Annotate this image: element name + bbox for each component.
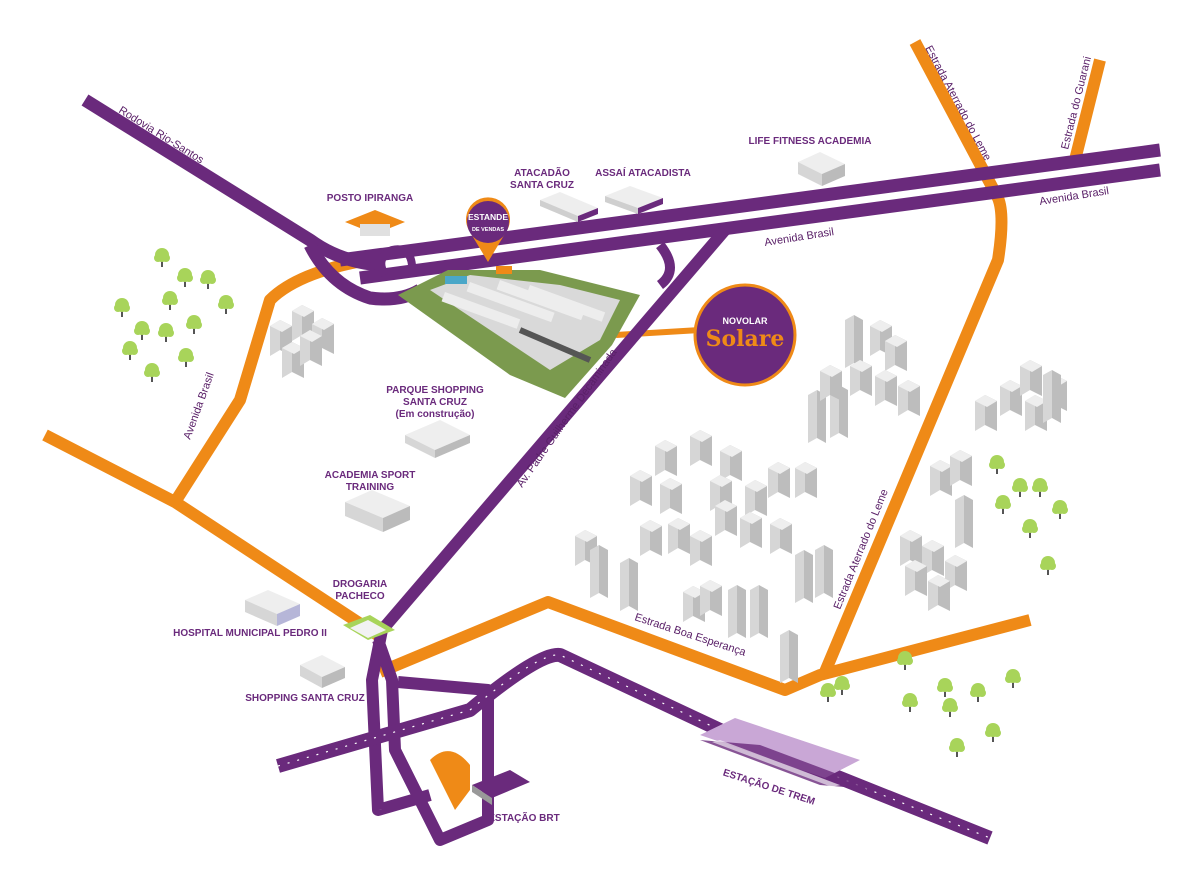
label-drogaria-1: DROGARIA [333,579,387,590]
label-shopping: SHOPPING SANTA CRUZ [245,693,364,704]
solare-badge: NOVOLAR Solare [693,283,797,387]
brand-name: Solare [706,326,785,352]
shopping-icon [300,655,345,688]
label-academia-2: TRAINING [346,482,395,493]
brand-small: NOVOLAR [723,316,769,326]
atacadao-icon [540,192,598,222]
label-estacao-brt: ESTAÇÃO BRT [488,811,559,824]
academia-icon [345,490,410,532]
brt-station-icon [430,751,530,810]
drogaria-icon [343,615,395,640]
label-avenida-brasil-3: Avenida Brasil [182,371,217,441]
label-atacadao-2: SANTA CRUZ [510,180,574,191]
label-assai: ASSAÍ ATACADISTA [595,166,691,179]
label-parque-3: (Em construção) [396,409,475,420]
parque-shopping-icon [405,420,470,458]
label-hospital: HOSPITAL MUNICIPAL PEDRO II [173,628,327,639]
poi-icons [245,152,880,810]
train-station-icon [700,718,880,790]
hospital-icon [245,590,300,626]
estande-line1: ESTANDE [468,212,508,222]
estande-pin: ESTANDE DE VENDAS [466,197,512,274]
label-posto-ipiranga: POSTO IPIRANGA [327,193,414,204]
solare-development [398,270,640,398]
label-estrada-aterrado-leme-1: Estrada Aterrado do Leme [922,44,993,163]
posto-icon [345,210,405,236]
label-life-fitness: LIFE FITNESS ACADEMIA [749,136,872,147]
life-fitness-icon [798,152,845,186]
assai-icon [605,186,663,214]
label-avenida-brasil-1: Avenida Brasil [764,226,835,249]
label-parque-2: SANTA CRUZ [403,397,467,408]
estande-line2: DE VENDAS [472,227,504,233]
label-parque-1: PARQUE SHOPPING [386,385,484,396]
label-drogaria-2: PACHECO [335,591,384,602]
label-atacadao-1: ATACADÃO [514,166,570,179]
label-academia-1: ACADEMIA SPORT [325,470,416,481]
purple-roads [81,94,1161,846]
